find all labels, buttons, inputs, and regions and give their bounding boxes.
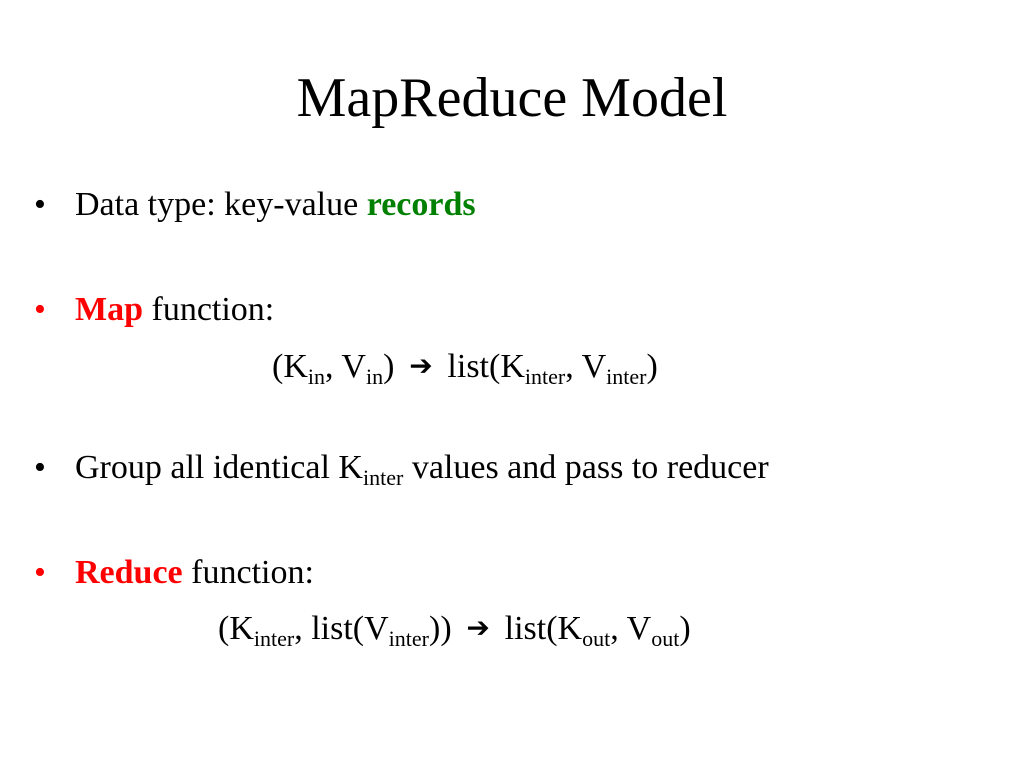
reduce-formula: (Kinter, list(Vinter)) ➔ list(Kout, Vout… — [218, 606, 691, 651]
bullet-dot: • — [34, 554, 46, 591]
formula-part: )) — [429, 610, 461, 647]
bullet-text: values and pass to reducer — [403, 449, 769, 486]
formula-part: , V — [610, 610, 652, 647]
bullet-dot: • — [34, 291, 46, 328]
formula-subscript: inter — [606, 364, 647, 389]
formula-subscript: out — [582, 626, 611, 651]
formula-part: ) — [679, 610, 691, 647]
bullet-group: • Group all identical Kinter values and p… — [34, 446, 769, 490]
bullet-map-function: • Map function: — [34, 288, 274, 332]
right-arrow-icon: ➔ — [409, 349, 433, 382]
formula-part: , V — [565, 348, 607, 385]
formula-subscript: inter — [253, 626, 295, 651]
right-arrow-icon: ➔ — [466, 611, 490, 644]
formula-part: , V — [325, 348, 366, 385]
formula-part: , list(V — [294, 610, 389, 647]
bullet-text: function: — [143, 291, 275, 328]
map-formula: (Kin, Vin) ➔ list(Kinter, Vinter) — [272, 344, 658, 389]
formula-subscript: inter — [524, 364, 566, 389]
formula-subscript: inter — [388, 626, 429, 651]
bullet-text: Data type: key-value — [75, 186, 367, 223]
formula-subscript: in — [307, 364, 326, 389]
formula-part: list(K — [496, 610, 583, 647]
bullet-dot: • — [34, 186, 46, 223]
formula-part: (K — [272, 348, 308, 385]
highlight-reduce: Reduce — [75, 554, 183, 591]
bullet-reduce-function: • Reduce function: — [34, 551, 314, 595]
slide-title: MapReduce Model — [296, 67, 728, 129]
bullet-data-type: • Data type: key-value records — [34, 183, 476, 227]
formula-part: list(K — [438, 348, 525, 385]
highlight-records: records — [366, 186, 476, 223]
bullet-dot: • — [34, 449, 46, 486]
highlight-map: Map — [75, 291, 143, 328]
formula-subscript: in — [365, 364, 384, 389]
formula-part: ) — [383, 348, 403, 385]
formula-part: (K — [218, 610, 254, 647]
formula-subscript: inter — [362, 465, 404, 490]
bullet-text: function: — [182, 554, 314, 591]
formula-part: ) — [646, 348, 658, 385]
formula-subscript: out — [651, 626, 680, 651]
bullet-text: Group all identical K — [75, 449, 363, 486]
